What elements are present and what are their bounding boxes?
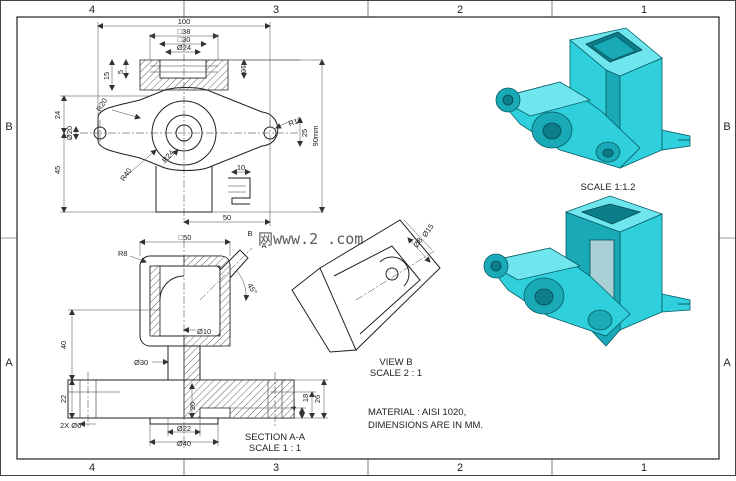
- dim-24: Ø24: [177, 43, 191, 52]
- zone-right-b: B: [723, 121, 730, 133]
- dim-r40: R40: [118, 166, 133, 182]
- iso-scale: SCALE 1:1.2: [581, 182, 636, 193]
- sec-dim-4: 4: [289, 406, 298, 410]
- dim-24-vert: 24: [53, 111, 62, 119]
- sec-dim-50: □50: [179, 233, 192, 242]
- sec-dim-r8: R8: [118, 249, 128, 258]
- iso-view-section: [483, 195, 691, 347]
- sec-dim-20: 20: [188, 402, 197, 410]
- zone-bottom-4: 1: [641, 462, 647, 474]
- viewb-scale: SCALE 2 : 1: [370, 368, 422, 379]
- dim-10-bottom: 10: [237, 163, 245, 172]
- iso-view-top: SCALE 1:1.2: [495, 27, 691, 193]
- zone-bottom-1: 4: [89, 462, 95, 474]
- sec-dim-dia-40: Ø40: [177, 439, 191, 448]
- dim-38: □38: [178, 27, 191, 36]
- zone-left-b: B: [5, 121, 12, 133]
- front-view: 100 □38 □30 Ø24 15 5 10 R20 24 Ø20 45 R4…: [53, 17, 325, 226]
- zone-top-4: 1: [641, 4, 647, 16]
- zone-top-1: 4: [89, 4, 95, 16]
- section-title: SECTION A-A: [245, 432, 306, 443]
- dim-15: 15: [102, 72, 111, 80]
- sec-label-b: B: [247, 229, 252, 238]
- sec-dim-18: 18: [301, 394, 310, 402]
- dim-30: □30: [178, 35, 191, 44]
- dim-r24: R24: [160, 148, 176, 164]
- sec-label-a: A: [261, 241, 266, 250]
- note-units: DIMENSIONS ARE IN MM.: [368, 420, 483, 431]
- zone-right-a: A: [723, 357, 731, 369]
- zone-bottom-2: 3: [273, 462, 279, 474]
- sec-dim-2x6: 2X Ø6: [60, 421, 81, 430]
- dim-25: 25: [300, 129, 309, 137]
- sec-dim-dia-22: Ø22: [177, 424, 191, 433]
- dim-r10: R10: [287, 115, 303, 128]
- dim-100: 100: [178, 17, 191, 26]
- dim-5: 5: [116, 70, 125, 74]
- view-b: Ø15 Ø8 VIEW B SCALE 2 : 1: [291, 219, 441, 379]
- sec-dim-26: 26: [313, 395, 322, 403]
- zone-left-a: A: [5, 357, 13, 369]
- watermark: 网www.2 .com: [258, 230, 363, 248]
- dim-45: 45: [53, 166, 62, 174]
- sec-dim-dia-30: Ø30: [134, 358, 148, 367]
- viewb-dim-dia-15: Ø15: [420, 222, 436, 239]
- dim-10-top: 10: [239, 65, 248, 73]
- sec-dim-40: 40: [59, 341, 68, 349]
- dim-90mm: 90mm: [311, 126, 320, 147]
- sec-dim-dia-10: Ø10: [197, 327, 211, 336]
- note-material: MATERIAL : AISI 1020,: [368, 407, 466, 418]
- zone-bottom-3: 2: [457, 462, 463, 474]
- sec-dim-22: 22: [59, 395, 68, 403]
- dim-50: 50: [223, 213, 231, 222]
- viewb-title: VIEW B: [379, 357, 412, 368]
- section-scale: SCALE 1 : 1: [249, 443, 301, 454]
- dim-dia-20: Ø20: [65, 126, 74, 140]
- dim-r20: R20: [94, 97, 109, 113]
- zone-top-2: 3: [273, 4, 279, 16]
- zone-top-3: 2: [457, 4, 463, 16]
- sec-dim-45deg: 45°: [245, 282, 258, 296]
- section-a-a: □50 R8 40 45° B A Ø10 Ø30 22 2X Ø6 20 Ø2…: [59, 229, 328, 454]
